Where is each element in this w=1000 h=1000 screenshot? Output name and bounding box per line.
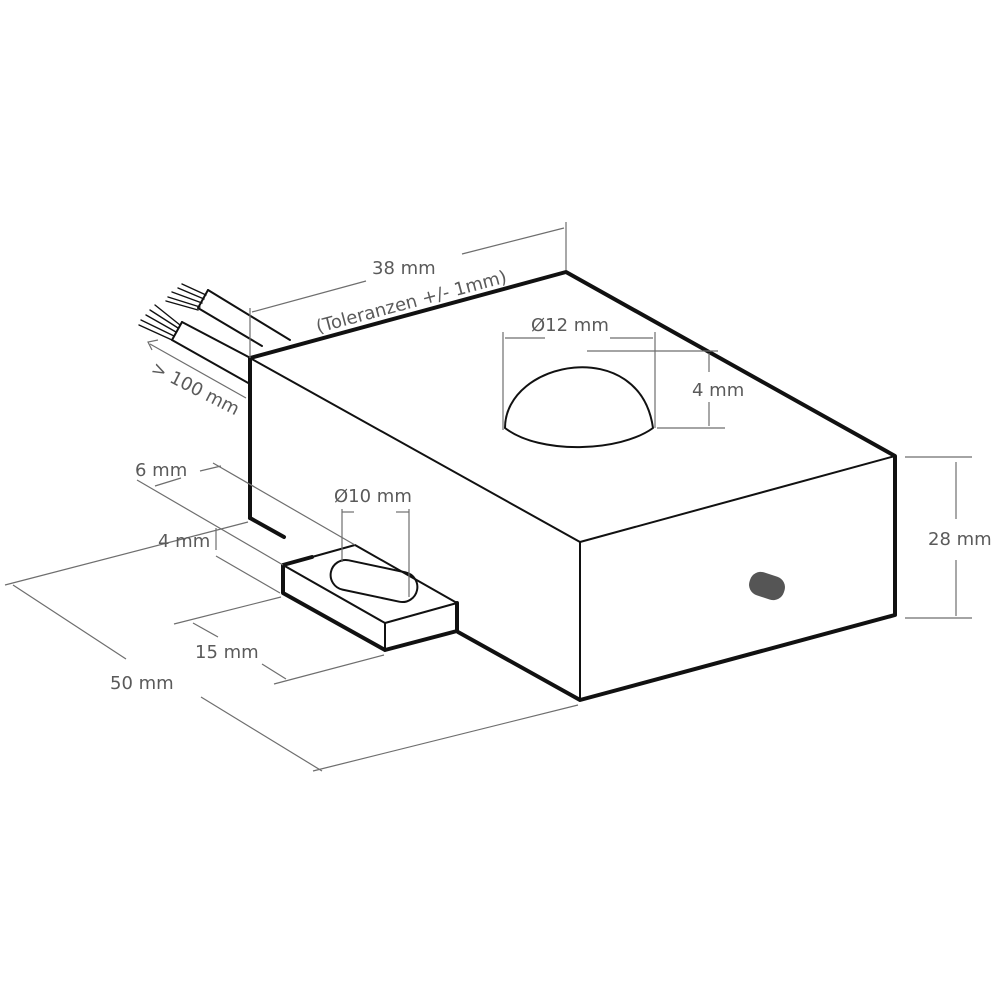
housing-left-face (250, 358, 580, 700)
housing-top-face (250, 272, 895, 542)
dimension-lines (4, 222, 972, 772)
label-tab-offset: 6 mm (135, 460, 187, 481)
label-tab-length: 15 mm (195, 642, 259, 663)
label-dome-diameter: Ø12 mm (531, 315, 609, 336)
label-dome-height: 4 mm (692, 380, 744, 401)
housing (248, 270, 897, 702)
cable-leads (138, 283, 291, 385)
dome-sensor (504, 366, 654, 449)
housing-front-face (580, 456, 895, 700)
label-height: 28 mm (928, 529, 992, 550)
label-tab-hole-diameter: Ø10 mm (334, 486, 412, 507)
mounting-tab (281, 544, 459, 652)
label-length: 38 mm (372, 258, 436, 279)
label-depth: 50 mm (110, 673, 174, 694)
label-tab-height: 4 mm (158, 531, 210, 552)
indicator-led (749, 571, 785, 601)
tab-slot-hole (329, 558, 419, 604)
